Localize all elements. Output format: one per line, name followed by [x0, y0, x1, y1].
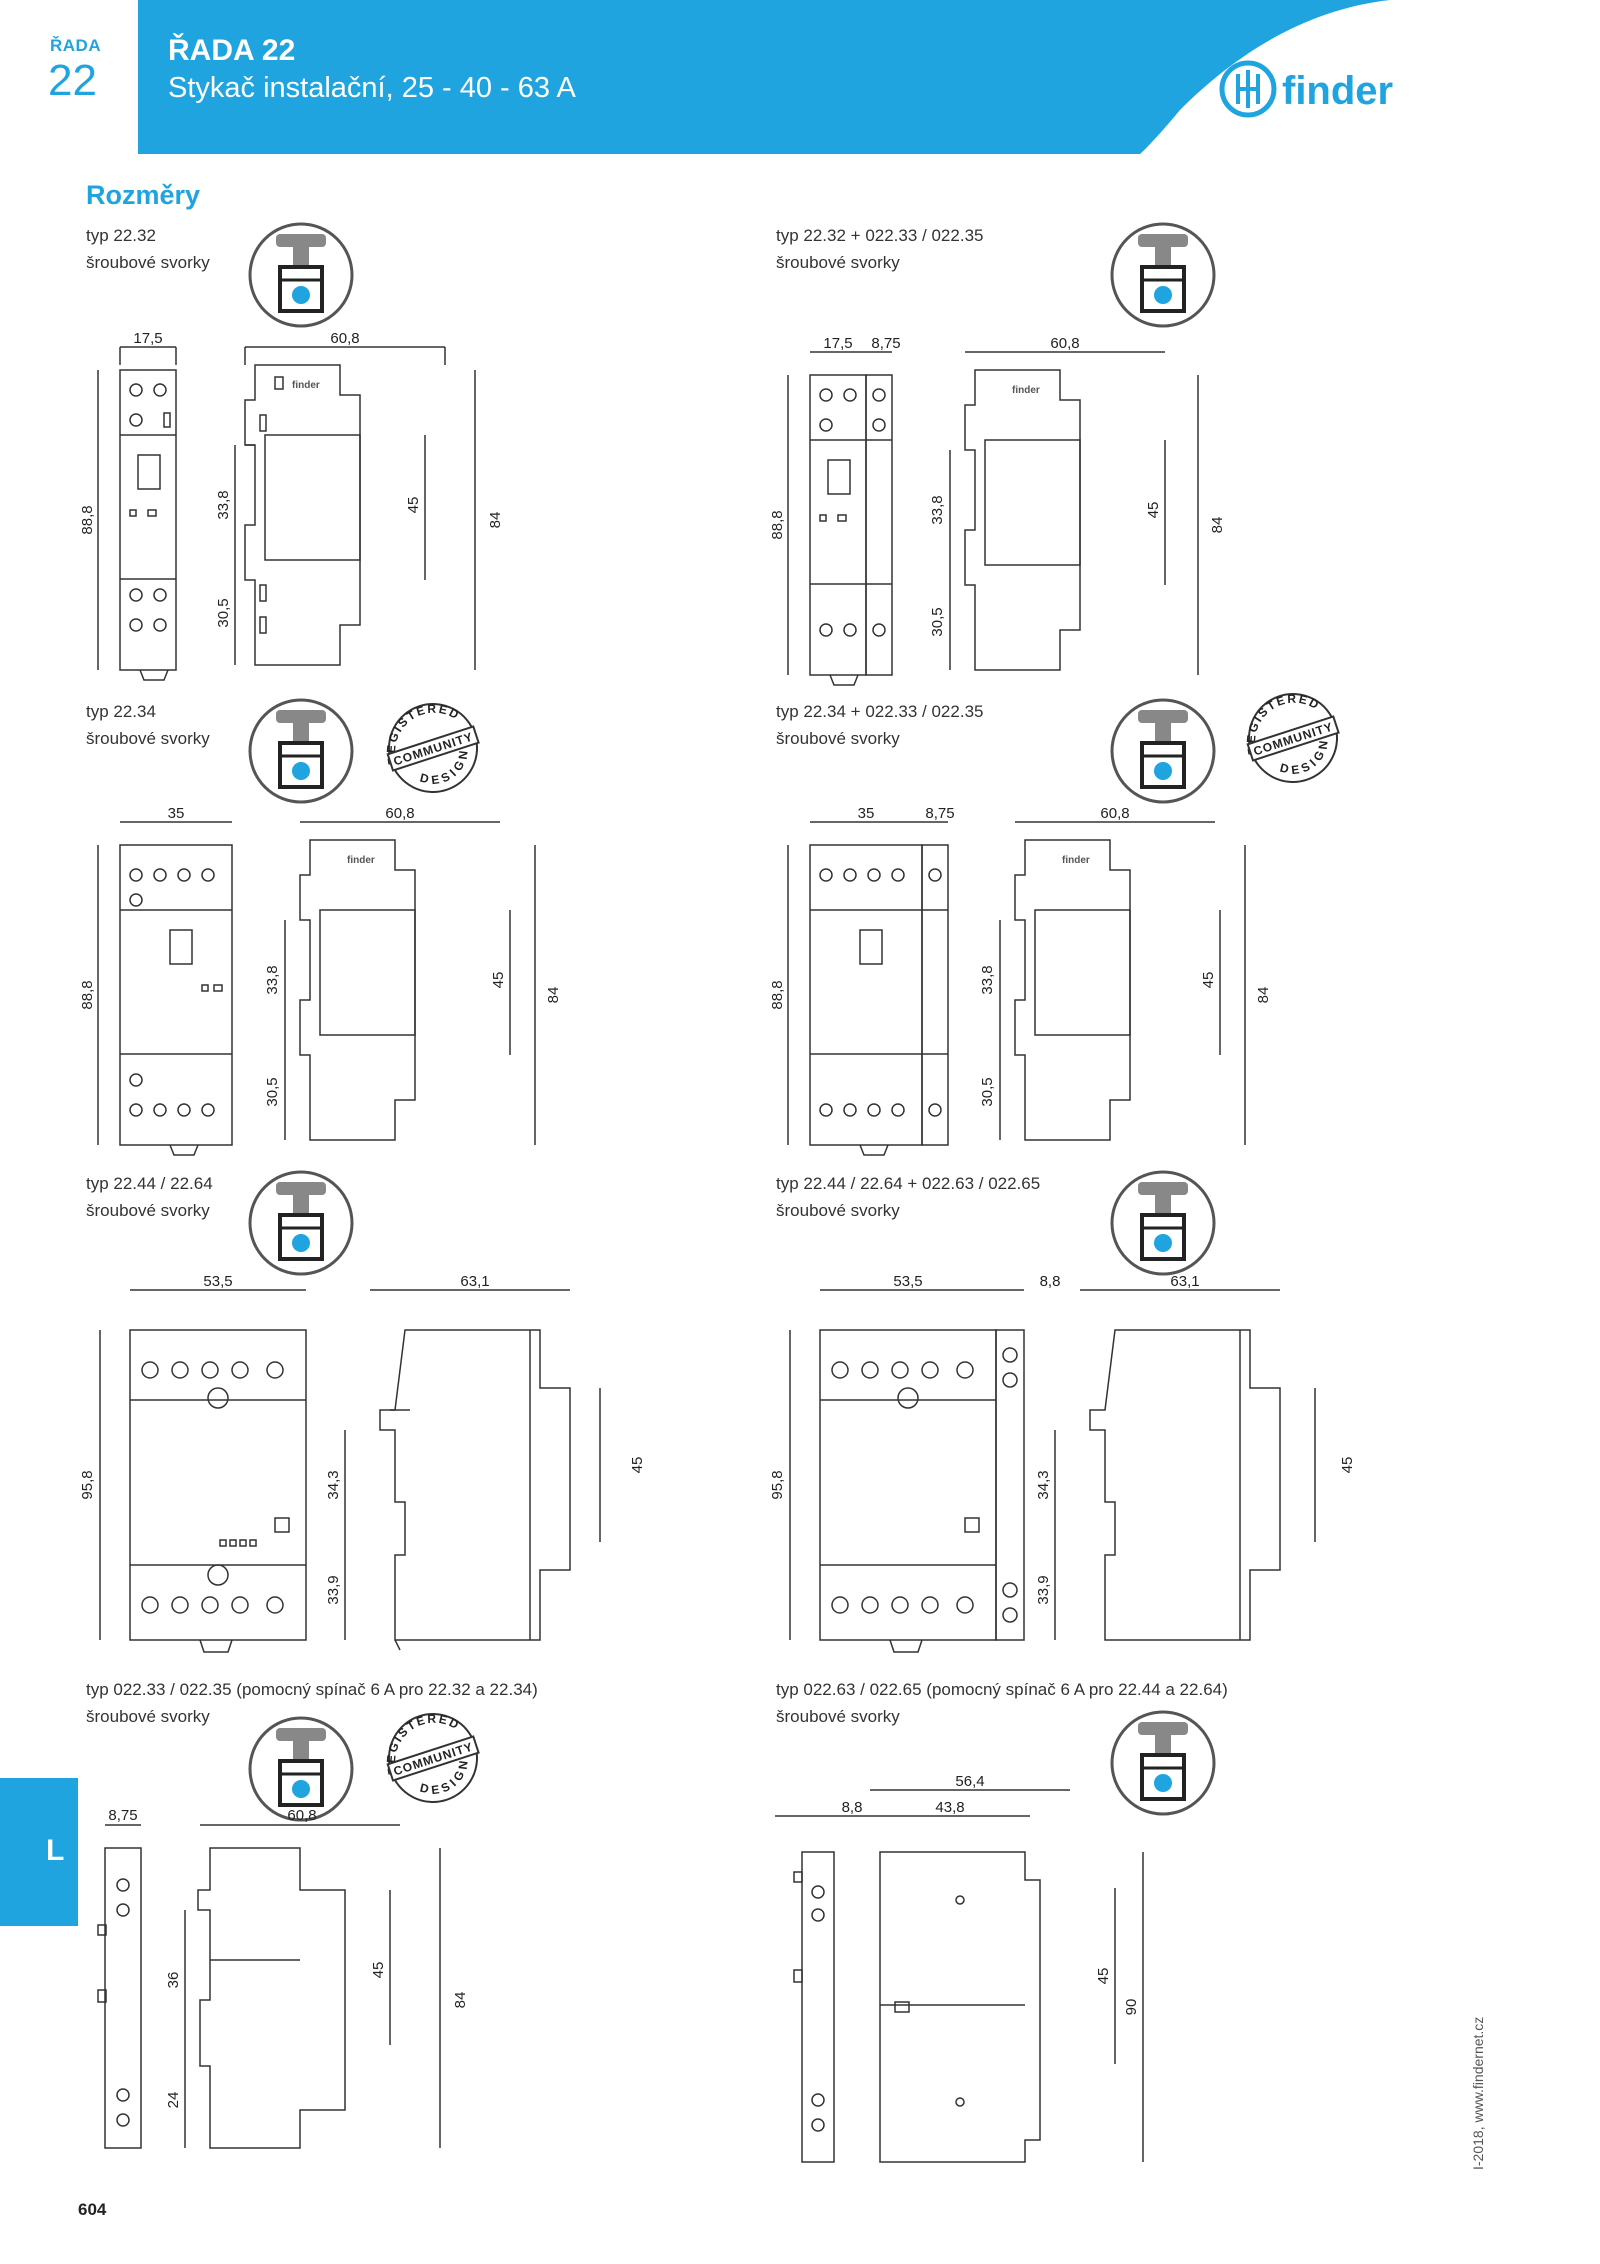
svg-text:84: 84 — [545, 987, 562, 1004]
block-label: typ 022.33 / 022.35 (pomocný spínač 6 A … — [86, 1680, 538, 1726]
dimension-drawing-22-32: 17,5 60,8 88,8 33,8 30,5 45 84 finder — [79, 330, 504, 681]
svg-text:60,8: 60,8 — [1050, 335, 1079, 352]
svg-text:88,8: 88,8 — [79, 980, 96, 1009]
device-logo-label: finder — [292, 380, 320, 391]
svg-text:95,8: 95,8 — [79, 1470, 96, 1499]
svg-text:95,8: 95,8 — [769, 1470, 786, 1499]
screw-terminal-icon — [248, 1716, 354, 1822]
dimension-drawing-22-44: 53,5 63,1 95,8 34,3 33,9 45 — [79, 1273, 646, 1653]
svg-text:34,3: 34,3 — [325, 1470, 342, 1499]
svg-text:56,4: 56,4 — [955, 1773, 984, 1790]
svg-text:17,5: 17,5 — [823, 335, 852, 352]
section-title: Rozměry — [86, 180, 201, 210]
svg-text:8,75: 8,75 — [108, 1807, 137, 1824]
svg-text:33,9: 33,9 — [325, 1575, 342, 1604]
svg-text:35: 35 — [168, 805, 185, 822]
dimension-drawing-22-34-aux: 35 8,75 60,8 88,8 33,8 30,5 45 84 finder — [769, 805, 1272, 1156]
svg-text:84: 84 — [452, 1992, 469, 2009]
screw-terminal-icon — [1110, 1170, 1216, 1276]
series-number: 22 — [48, 56, 97, 105]
svg-text:45: 45 — [629, 1457, 646, 1474]
finder-logo: finder — [1219, 60, 1393, 118]
svg-text:53,5: 53,5 — [203, 1273, 232, 1290]
dimension-drawing-22-44-aux: 53,5 8,8 63,1 95,8 34,3 33,9 45 — [769, 1273, 1356, 1653]
svg-text:30,5: 30,5 — [215, 598, 232, 627]
footer-note: I-2018, www.findernet.cz — [1470, 2016, 1486, 2170]
svg-text:45: 45 — [1145, 502, 1162, 519]
series-word: ŘADA — [50, 36, 102, 55]
svg-text:30,5: 30,5 — [979, 1077, 996, 1106]
svg-text:8,8: 8,8 — [842, 1799, 863, 1816]
svg-text:33,9: 33,9 — [1035, 1575, 1052, 1604]
svg-text:33,8: 33,8 — [979, 965, 996, 994]
svg-text:8,75: 8,75 — [871, 335, 900, 352]
device-logo-label: finder — [347, 855, 375, 866]
header-band — [138, 0, 1390, 154]
page-number: 604 — [78, 2200, 107, 2219]
screw-terminal-icon — [1110, 1710, 1216, 1816]
svg-text:24: 24 — [165, 2092, 182, 2109]
registered-design-badge: REGISTERED COMMUNITY DESIGN — [371, 1702, 480, 1803]
page-subtitle: Stykač instalační, 25 - 40 - 63 A — [168, 72, 576, 104]
screw-terminal-icon — [248, 698, 354, 804]
svg-text:35: 35 — [858, 805, 875, 822]
svg-text:45: 45 — [1339, 1457, 1356, 1474]
svg-text:36: 36 — [165, 1972, 182, 1989]
svg-text:8,75: 8,75 — [925, 805, 954, 822]
svg-text:17,5: 17,5 — [133, 330, 162, 347]
svg-text:60,8: 60,8 — [1100, 805, 1129, 822]
svg-text:60,8: 60,8 — [385, 805, 414, 822]
svg-text:33,8: 33,8 — [264, 965, 281, 994]
svg-text:33,8: 33,8 — [215, 490, 232, 519]
dimension-drawing-022-33: 8,75 60,8 36 24 45 84 — [97, 1807, 469, 2149]
block-label: typ 022.63 / 022.65 (pomocný spínač 6 A … — [776, 1680, 1228, 1726]
registered-design-badge: REGISTERED COMMUNITY DESIGN — [371, 692, 480, 793]
svg-text:60,8: 60,8 — [287, 1807, 316, 1824]
screw-terminal-icon — [248, 1170, 354, 1276]
svg-text:45: 45 — [490, 972, 507, 989]
page-title: ŘADA 22 — [168, 34, 296, 67]
svg-text:84: 84 — [1209, 517, 1226, 534]
svg-text:60,8: 60,8 — [330, 330, 359, 347]
svg-text:45: 45 — [405, 497, 422, 514]
finder-logo-text: finder — [1282, 69, 1393, 113]
registered-design-badge: REGISTERED COMMUNITY DESIGN — [1231, 682, 1340, 783]
svg-text:84: 84 — [1255, 987, 1272, 1004]
svg-text:45: 45 — [1095, 1968, 1112, 1985]
svg-text:90: 90 — [1123, 1999, 1140, 2016]
device-logo-label: finder — [1012, 385, 1040, 396]
section-tab: L — [0, 1778, 78, 1926]
screw-terminal-icon — [248, 222, 354, 328]
svg-text:43,8: 43,8 — [935, 1799, 964, 1816]
screw-terminal-icon — [1110, 222, 1216, 328]
svg-text:30,5: 30,5 — [929, 607, 946, 636]
svg-text:63,1: 63,1 — [460, 1273, 489, 1290]
svg-text:8,8: 8,8 — [1040, 1273, 1061, 1290]
dimension-drawing-22-32-aux: 17,5 8,75 60,8 88,8 33,8 30,5 45 84 find… — [769, 335, 1226, 686]
svg-text:33,8: 33,8 — [929, 495, 946, 524]
svg-text:34,3: 34,3 — [1035, 1470, 1052, 1499]
finder-logo-icon — [1219, 60, 1277, 118]
svg-text:88,8: 88,8 — [769, 980, 786, 1009]
dimension-drawing-22-34: 35 60,8 88,8 33,8 30,5 45 84 finder — [79, 805, 562, 1156]
svg-text:84: 84 — [487, 512, 504, 529]
svg-text:53,5: 53,5 — [893, 1273, 922, 1290]
svg-text:45: 45 — [1200, 972, 1217, 989]
svg-text:63,1: 63,1 — [1170, 1273, 1199, 1290]
device-logo-label: finder — [1062, 855, 1090, 866]
svg-text:45: 45 — [370, 1962, 387, 1979]
svg-text:88,8: 88,8 — [769, 510, 786, 539]
screw-terminal-icon — [1110, 698, 1216, 804]
svg-text:30,5: 30,5 — [264, 1077, 281, 1106]
svg-text:88,8: 88,8 — [79, 505, 96, 534]
dimension-drawing-022-63: 8,8 43,8 56,4 45 90 — [775, 1773, 1144, 2163]
